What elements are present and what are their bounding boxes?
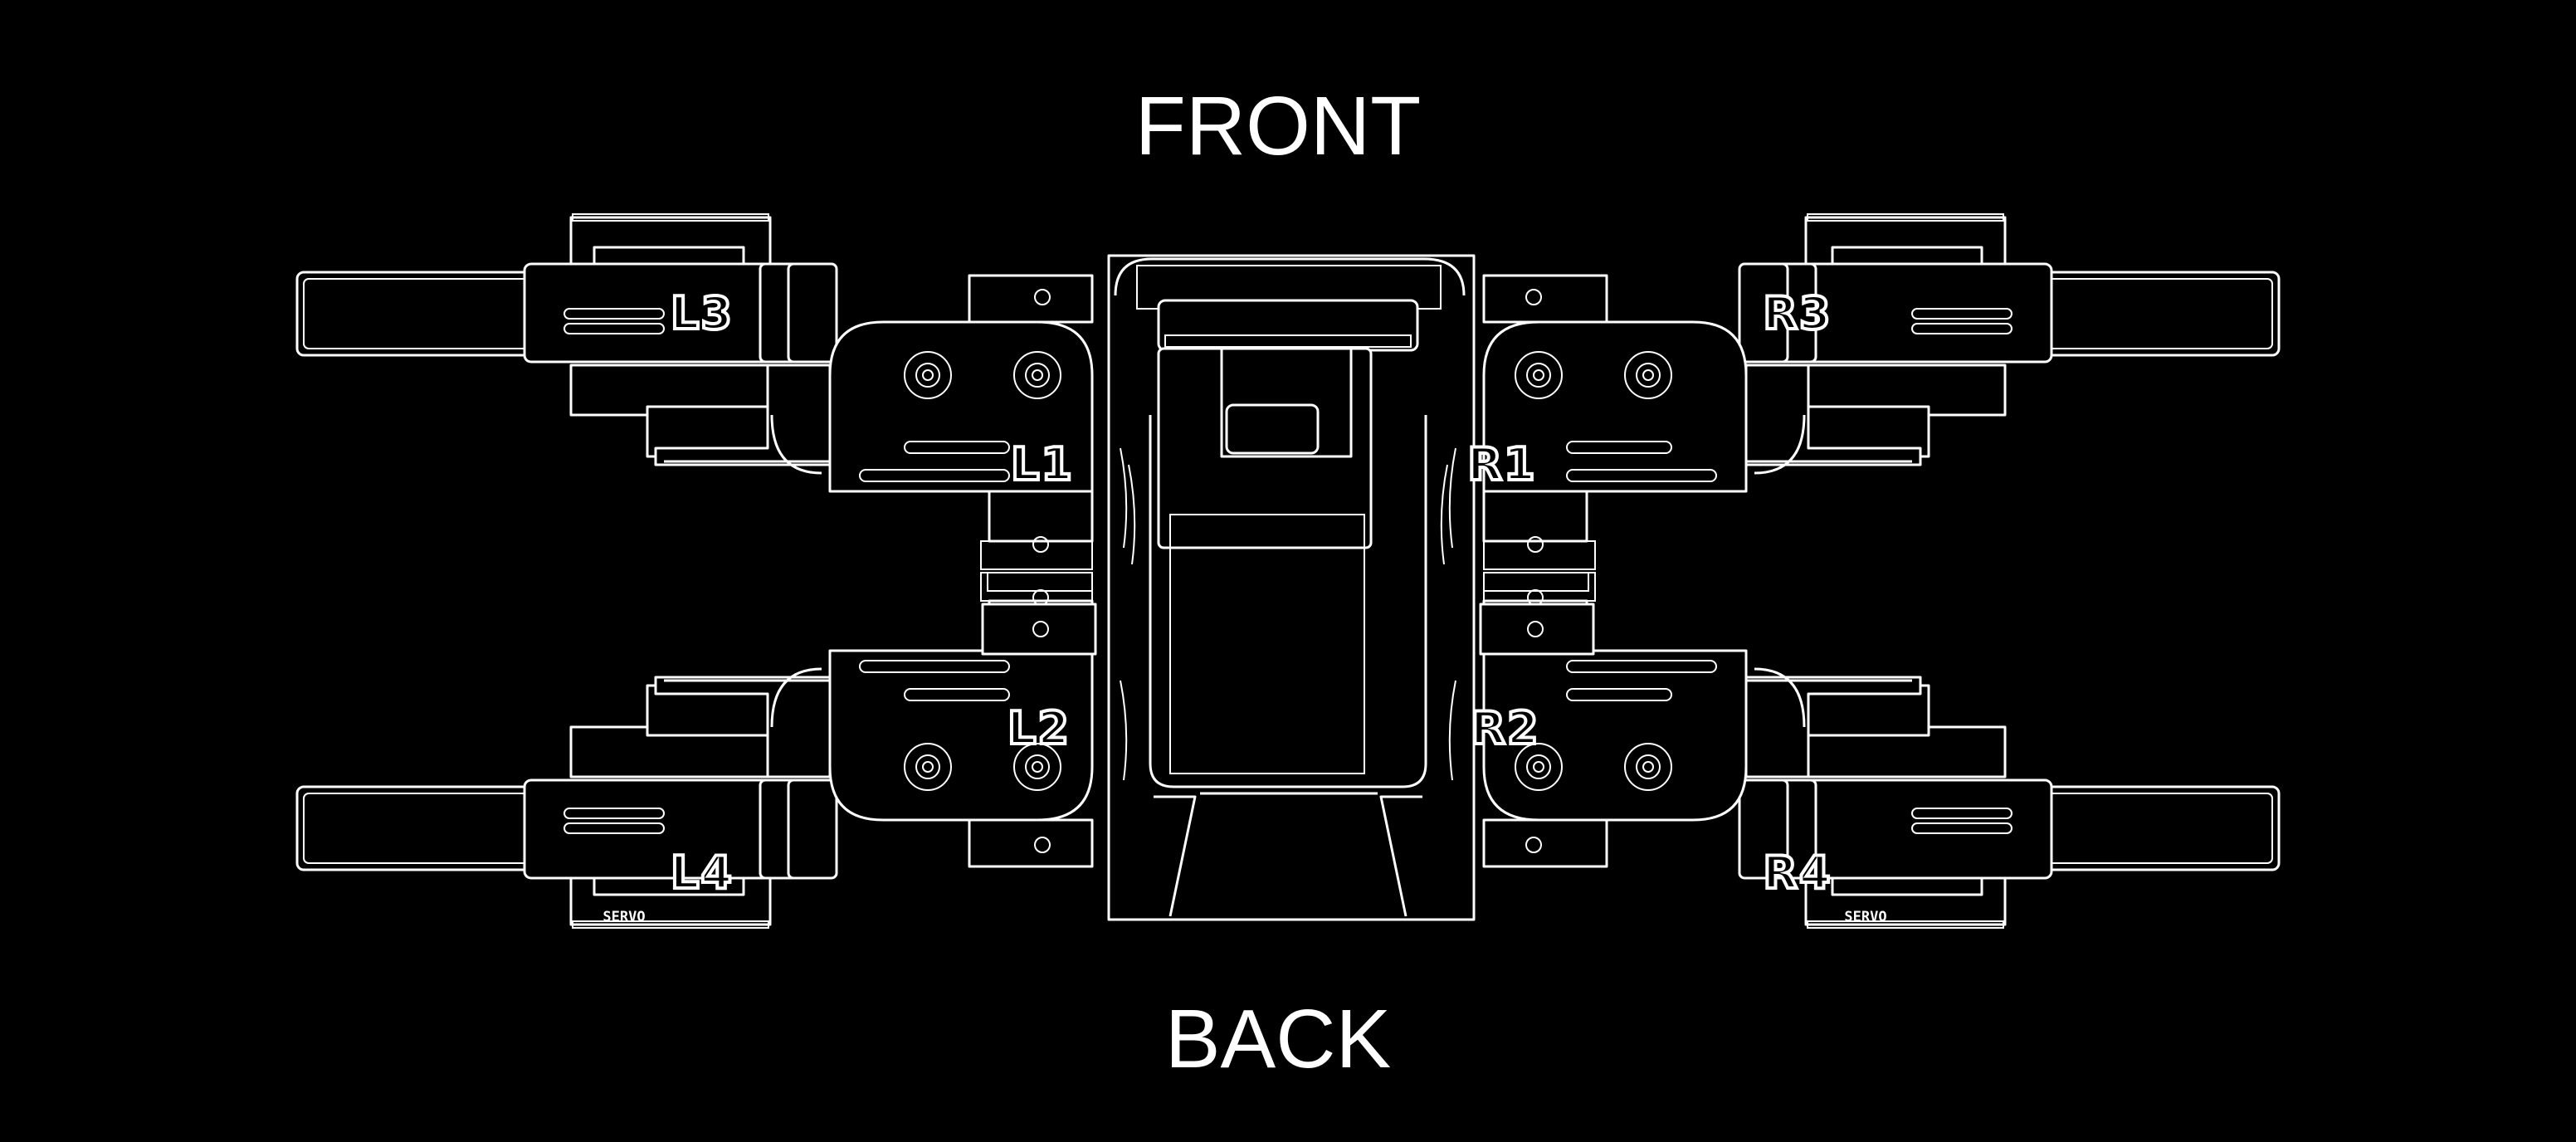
servo-stamp-back-right: SERVO — [1844, 909, 1886, 925]
servo-label-l1: L1 — [1011, 438, 1074, 490]
servo-label-r3: R3 — [1763, 287, 1832, 339]
servo-label-r1: R1 — [1467, 438, 1536, 490]
servo-label-l3: L3 — [671, 287, 734, 339]
central-body — [981, 254, 1595, 921]
back-right-leg — [1482, 571, 2281, 930]
servo-stamp-back-left: SERVO — [603, 909, 645, 925]
servo-label-r2: R2 — [1471, 702, 1539, 754]
servo-label-l4: L4 — [671, 847, 734, 899]
servo-label-r4: R4 — [1763, 847, 1832, 899]
front-right-leg — [1482, 212, 2281, 571]
servo-label-l2: L2 — [1007, 702, 1071, 754]
back-label: BACK — [1165, 993, 1391, 1086]
front-label: FRONT — [1135, 80, 1421, 173]
front-left-leg — [295, 212, 1094, 571]
